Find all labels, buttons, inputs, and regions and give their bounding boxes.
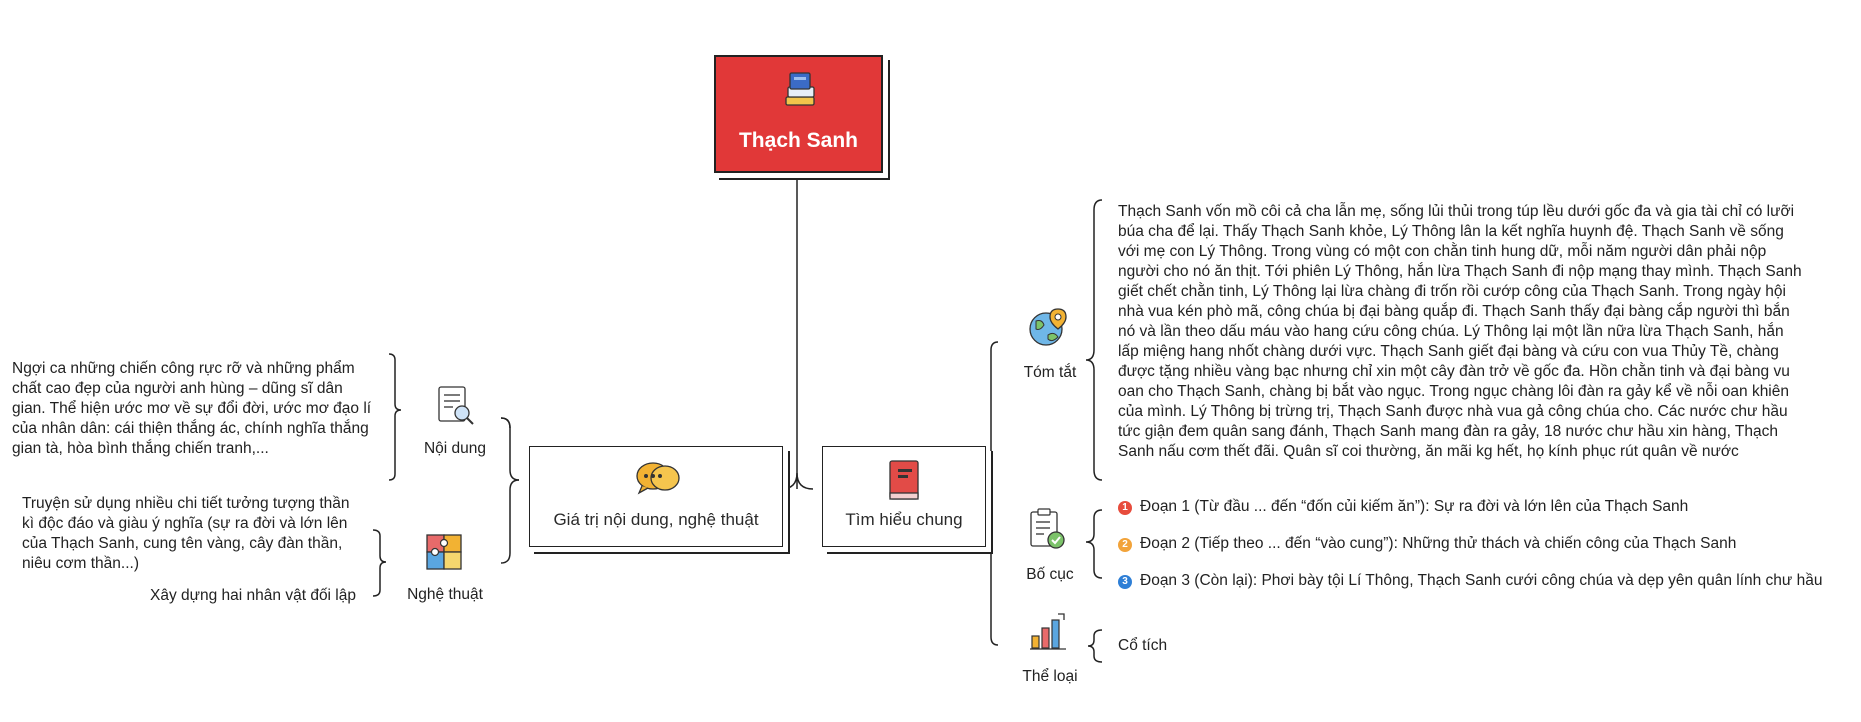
the-loai-text: Cổ tích xyxy=(1118,637,1168,654)
noi-dung-text: Ngợi ca những chiến công rực rỡ và những… xyxy=(12,360,372,457)
bar-chart-icon xyxy=(1030,613,1066,650)
bo-cuc-item-2: 2 Đoạn 2 (Tiếp theo ... đến “vào cung”): … xyxy=(1118,534,1736,554)
number-badge-2: 2 xyxy=(1118,538,1132,552)
bo-cuc-item-3-text: Đoạn 3 (Còn lại): Phơi bày tội Lí Thông,… xyxy=(1140,572,1823,589)
chat-bubbles-icon xyxy=(636,462,680,495)
bo-cuc-label: Bố cục xyxy=(1026,566,1074,583)
root-title: Thạch Sanh xyxy=(738,129,859,152)
document-search-icon xyxy=(438,386,474,425)
nghe-thuat-item-1: Truyện sử dụng nhiều chi tiết tưởng tượn… xyxy=(22,495,350,572)
root-node[interactable]: Thạch Sanh xyxy=(714,55,883,173)
bo-cuc-item-3: 3 Đoạn 3 (Còn lại): Phơi bày tội Lí Thông… xyxy=(1118,571,1822,591)
globe-pin-icon xyxy=(1029,308,1067,346)
number-badge-1: 1 xyxy=(1118,501,1132,515)
bo-cuc-item-1-text: Đoạn 1 (Từ đầu ... đến “đốn củi kiếm ăn”… xyxy=(1140,498,1689,515)
right-branch-node[interactable]: Tìm hiểu chung xyxy=(822,446,986,547)
bo-cuc-item-1: 1 Đoạn 1 (Từ đầu ... đến “đốn củi kiếm ăn… xyxy=(1118,497,1688,517)
nghe-thuat-label: Nghệ thuật xyxy=(407,586,483,603)
number-badge-3: 3 xyxy=(1118,575,1132,589)
puzzle-icon xyxy=(426,534,462,570)
checklist-icon xyxy=(1030,508,1065,549)
noi-dung-label: Nội dung xyxy=(423,440,487,457)
left-branch-node[interactable]: Giá trị nội dung, nghệ thuật xyxy=(529,446,783,547)
tom-tat-text: Thạch Sanh vốn mồ côi cả cha lẫn mẹ, sốn… xyxy=(1118,203,1802,460)
left-branch-label: Giá trị nội dung, nghệ thuật xyxy=(553,510,759,529)
right-branch-label: Tìm hiểu chung xyxy=(845,510,963,529)
bo-cuc-item-2-text: Đoạn 2 (Tiếp theo ... đến “vào cung”): N… xyxy=(1140,535,1737,552)
nghe-thuat-item-2: Xây dựng hai nhân vật đối lập xyxy=(150,587,356,604)
book-stack-icon xyxy=(785,72,815,106)
tom-tat-label: Tóm tắt xyxy=(1023,364,1077,381)
red-book-icon xyxy=(889,460,919,500)
the-loai-label: Thể loại xyxy=(1022,668,1078,685)
